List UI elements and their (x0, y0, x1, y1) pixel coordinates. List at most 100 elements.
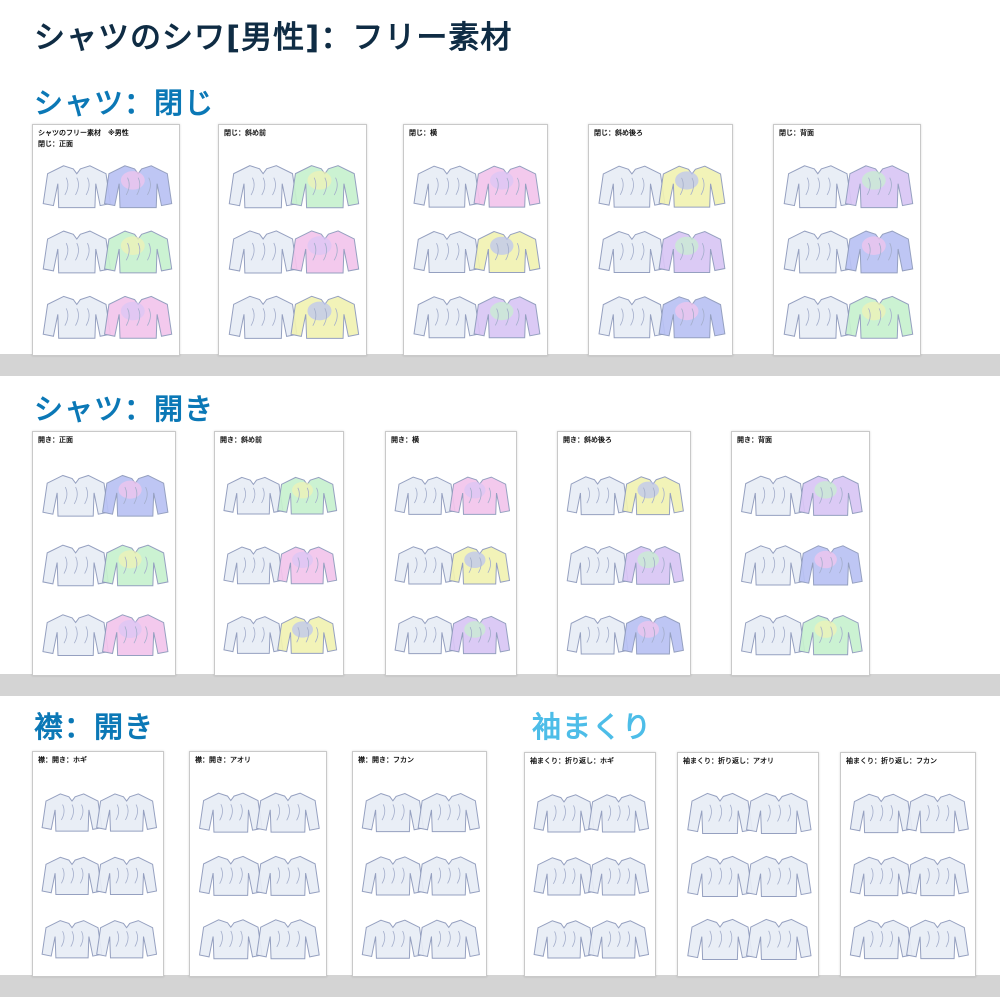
fold-line (787, 930, 791, 948)
fold-line (619, 243, 624, 261)
color-region (814, 620, 837, 638)
sheet-sleeve-aori[interactable]: 袖まくり：折り返し：アオリ (677, 752, 819, 977)
fold-line (123, 626, 127, 644)
sheet-collar-fukan[interactable]: 襟：開き：フカン (352, 751, 487, 977)
fold-line (718, 804, 723, 822)
fold-line (333, 308, 338, 326)
sheet-open-front-diagonal[interactable]: 開き：斜め前 (214, 431, 344, 676)
fold-line (125, 308, 130, 326)
shirt-drawing (42, 614, 109, 656)
sheet-open-side[interactable]: 開き：横 (385, 431, 517, 676)
fold-line (766, 930, 771, 948)
color-region (292, 621, 313, 638)
shirt-illustration (687, 792, 812, 960)
fold-line (630, 177, 634, 195)
fold-line (381, 867, 386, 884)
fold-line (125, 931, 129, 947)
fold-line (143, 626, 148, 644)
shirt-illustration (849, 793, 969, 960)
sheet-open-back[interactable]: 開き：背面 (731, 431, 870, 676)
fold-line (312, 242, 317, 261)
sheet-closed-front-diagonal[interactable]: 閉じ：斜め前 (218, 124, 367, 356)
fold-line (866, 242, 871, 261)
fold-line (617, 931, 621, 947)
sheet-closed-back[interactable]: 閉じ：背面 (773, 124, 921, 356)
fold-line (272, 308, 276, 326)
sheet-collar-low-angle[interactable]: 襟：開き：ホギ (32, 751, 164, 977)
shirt-drawing (42, 544, 109, 587)
fold-line (445, 243, 449, 261)
fold-line (75, 177, 79, 196)
shirt-drawing (361, 919, 425, 959)
fold-line (250, 177, 255, 196)
fold-line (468, 626, 473, 643)
fold-line (641, 626, 646, 643)
fold-line (641, 487, 646, 504)
fold-line (219, 867, 223, 884)
fold-line (333, 242, 338, 261)
sheet-label: 開き：正面 (38, 436, 73, 444)
fold-line (432, 626, 437, 643)
color-region (118, 480, 142, 499)
shirt-drawing (741, 475, 806, 516)
shirt-drawing (746, 918, 812, 960)
shirt-drawing (41, 920, 103, 959)
sheet-closed-front[interactable]: シャツのフリー素材 ※男性閉じ：正面 (32, 124, 180, 356)
fold-line (819, 487, 823, 504)
fold-line (136, 177, 141, 196)
sheet-label: 襟：開き：フカン (358, 756, 414, 764)
fold-line (640, 308, 645, 326)
fold-line (761, 487, 766, 504)
fold-line (381, 930, 386, 947)
sheet-label: 開き：横 (391, 436, 419, 444)
sheet-closed-side[interactable]: 閉じ：横 (403, 124, 548, 356)
shirt-drawing (746, 792, 812, 834)
fold-line (414, 487, 418, 504)
fold-line (251, 557, 256, 573)
fold-line (133, 556, 138, 574)
fold-line (437, 930, 442, 947)
fold-line (607, 805, 612, 821)
sheet-sleeve-low-angle[interactable]: 袖まくり：折り返し：ホギ (524, 752, 656, 977)
fold-line (571, 868, 576, 884)
sheet-open-front[interactable]: 開き：正面 (32, 431, 176, 676)
color-region (464, 621, 486, 638)
fold-line (250, 242, 255, 261)
fold-line (781, 487, 786, 504)
fold-line (305, 557, 310, 573)
fold-line (79, 931, 84, 947)
shirt-drawing (687, 918, 753, 960)
sheet-closed-back-diagonal[interactable]: 閉じ：斜め後ろ (588, 124, 733, 356)
fold-line (505, 308, 510, 326)
color-region (307, 170, 332, 190)
fold-line (261, 242, 266, 261)
fold-line (935, 931, 940, 948)
shirt-drawing (417, 856, 480, 896)
fold-line (487, 487, 491, 504)
sheet-sleeve-fukan[interactable]: 袖まくり：折り返し：フカン (840, 752, 976, 977)
fold-line (777, 930, 781, 948)
fold-line (935, 805, 940, 822)
shirt-drawing (228, 230, 298, 274)
fold-line (586, 487, 590, 504)
section-divider (0, 975, 1000, 997)
fold-line (619, 308, 624, 326)
fold-line (437, 804, 442, 821)
fold-line (607, 931, 612, 947)
color-region (307, 301, 332, 321)
fold-line (605, 557, 610, 574)
fold-line (219, 804, 223, 821)
fold-line (143, 556, 148, 574)
shirt-drawing (746, 855, 812, 897)
fold-line (640, 243, 645, 261)
fold-line (134, 804, 138, 821)
sheet-label: シャツのフリー素材 ※男性 (38, 129, 129, 137)
fold-line (286, 867, 290, 884)
sheet-label: 袖まくり：折り返し：フカン (846, 757, 937, 765)
fold-line (879, 931, 884, 948)
fold-line (816, 308, 820, 326)
fold-line (781, 556, 786, 574)
fold-line (272, 177, 276, 196)
sheet-open-back-diagonal[interactable]: 開き：斜め後ろ (557, 431, 691, 676)
sheet-collar-aori[interactable]: 襟：開き：アオリ (189, 751, 327, 977)
